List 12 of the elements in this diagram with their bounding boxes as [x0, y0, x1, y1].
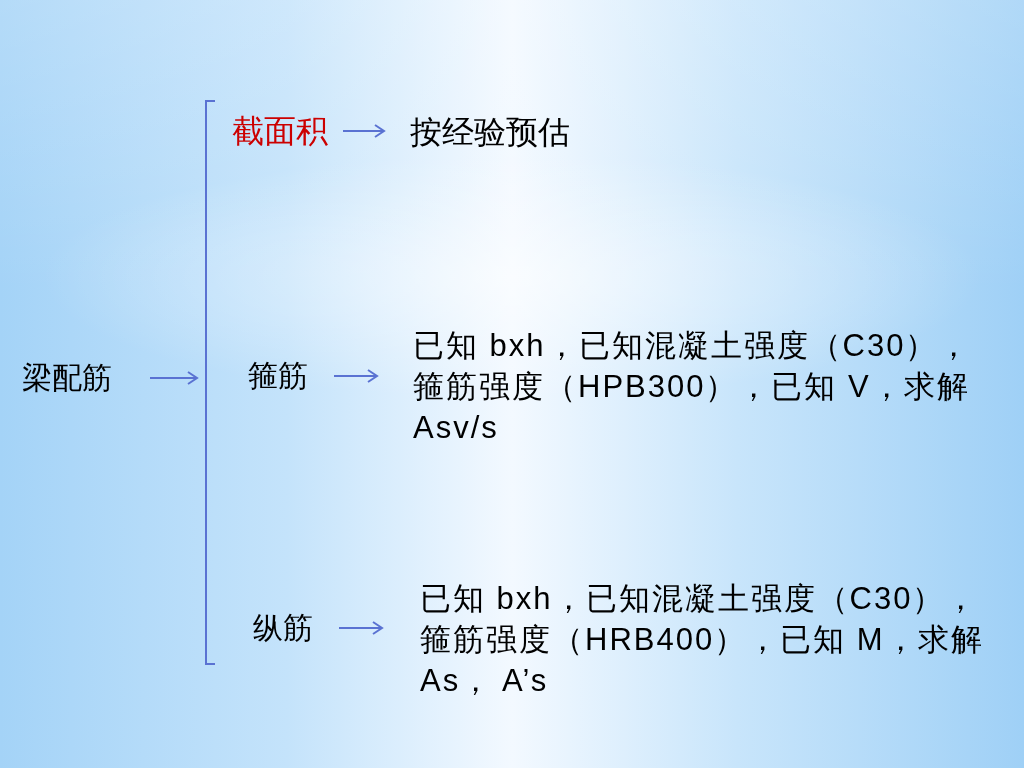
answer-text: 按经验预估 [410, 113, 570, 151]
arrow [338, 621, 383, 635]
branch-label: 纵筋 [253, 610, 313, 646]
arrow [149, 371, 198, 385]
branch-label: 截面积 [232, 112, 328, 150]
branch-label: 箍筋 [248, 358, 308, 394]
answer-text: 已知 bxh，已知混凝土强度（C30），箍筋强度（HPB300），已知 V，求解 Asv/s [413, 325, 991, 448]
arrow [342, 124, 385, 138]
bracket [205, 100, 215, 665]
answer-text: 已知 bxh，已知混凝土强度（C30），箍筋强度（HRB400），已知 M，求解 As， A’s [420, 578, 1000, 701]
topic-label: 梁配筋 [22, 360, 112, 396]
arrow [333, 369, 378, 383]
